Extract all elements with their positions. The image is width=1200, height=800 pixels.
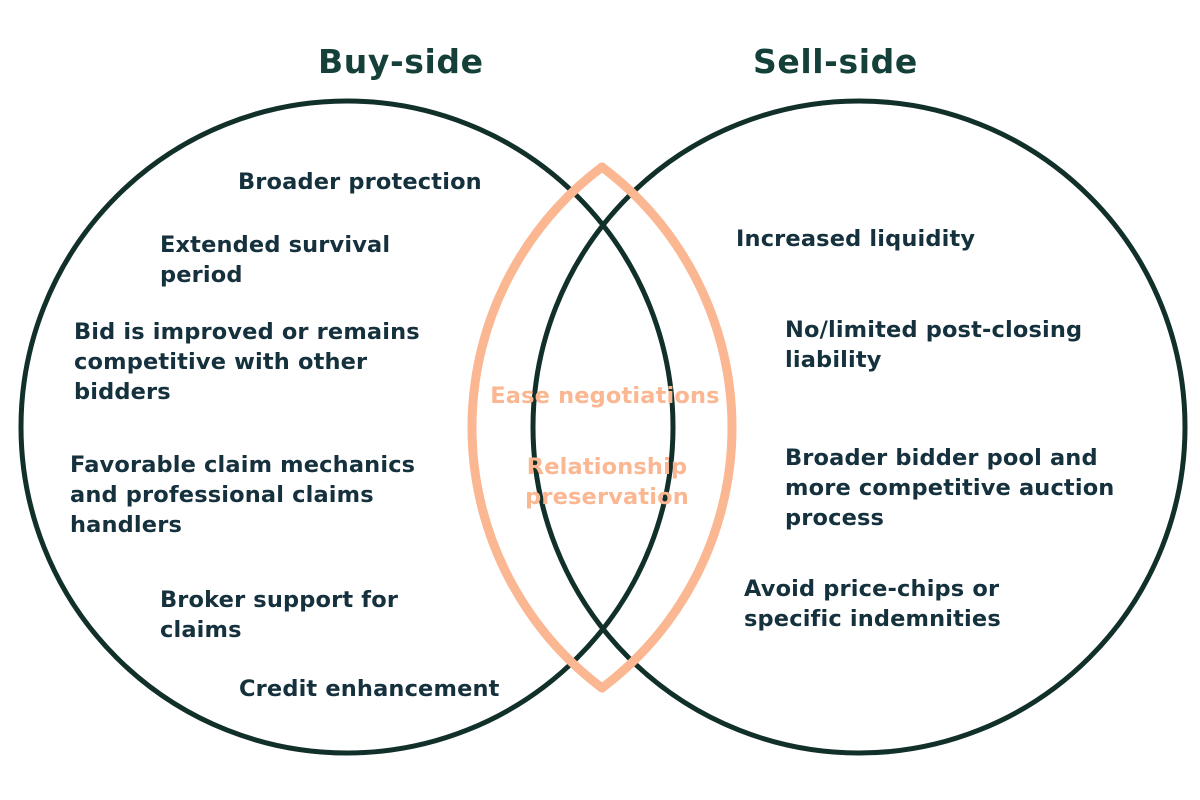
buy-side-item: Broker support for claims — [160, 587, 399, 643]
buy-side-circle — [18, 98, 676, 756]
sell-side-item: Increased liquidity — [736, 226, 976, 252]
overlap-lens-right-arc — [597, 162, 737, 693]
buy-side-item: Extended survival period — [160, 232, 391, 288]
buy-side-heading: Buy-side — [318, 42, 484, 81]
buy-side-item: Bid is improved or remains competitive w… — [74, 319, 420, 405]
overlap-lens-left-arc — [467, 162, 607, 693]
buy-side-item: Favorable claim mechanics and profession… — [70, 452, 416, 538]
sell-side-heading: Sell-side — [753, 42, 918, 81]
sell-side-item: Broader bidder pool and more competitive… — [785, 445, 1115, 531]
sell-side-item: Avoid price-chips or specific indemnitie… — [744, 576, 1001, 632]
overlap-item: Relationship preservation — [525, 454, 689, 510]
buy-side-item: Broader protection — [238, 169, 482, 195]
buy-side-item: Credit enhancement — [239, 676, 500, 702]
sell-side-item: No/limited post-closing liability — [785, 317, 1083, 373]
sell-side-circle — [530, 98, 1188, 756]
overlap-item: Ease negotiations — [490, 383, 720, 409]
